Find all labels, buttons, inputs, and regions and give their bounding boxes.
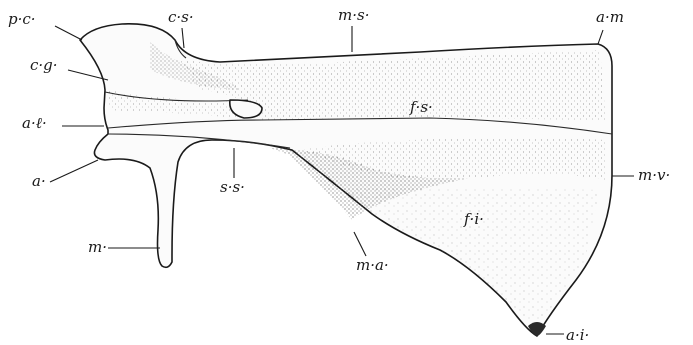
label-ss: s·s·	[220, 178, 245, 196]
label-ai: a·i·	[566, 326, 589, 344]
label-m: m·	[88, 238, 107, 256]
leader-am	[598, 30, 603, 44]
label-ma: m·a·	[356, 256, 389, 274]
label-fs: f·s·	[409, 98, 433, 116]
inferior-angle-shading	[528, 322, 546, 336]
leader-cs	[182, 28, 184, 48]
label-ms: m·s·	[338, 6, 369, 24]
leader-a	[50, 160, 98, 182]
label-pc: p·c·	[8, 10, 36, 28]
label-a: a·	[32, 172, 46, 190]
label-cg: c·g·	[30, 56, 58, 74]
leader-ma	[354, 232, 366, 256]
label-mv: m·v·	[638, 166, 670, 184]
label-al: a·ℓ·	[22, 114, 47, 132]
label-cs: c·s·	[168, 8, 194, 26]
leader-pc	[55, 26, 82, 40]
label-am: a·m	[596, 8, 624, 26]
label-fi: f·i·	[463, 210, 484, 228]
